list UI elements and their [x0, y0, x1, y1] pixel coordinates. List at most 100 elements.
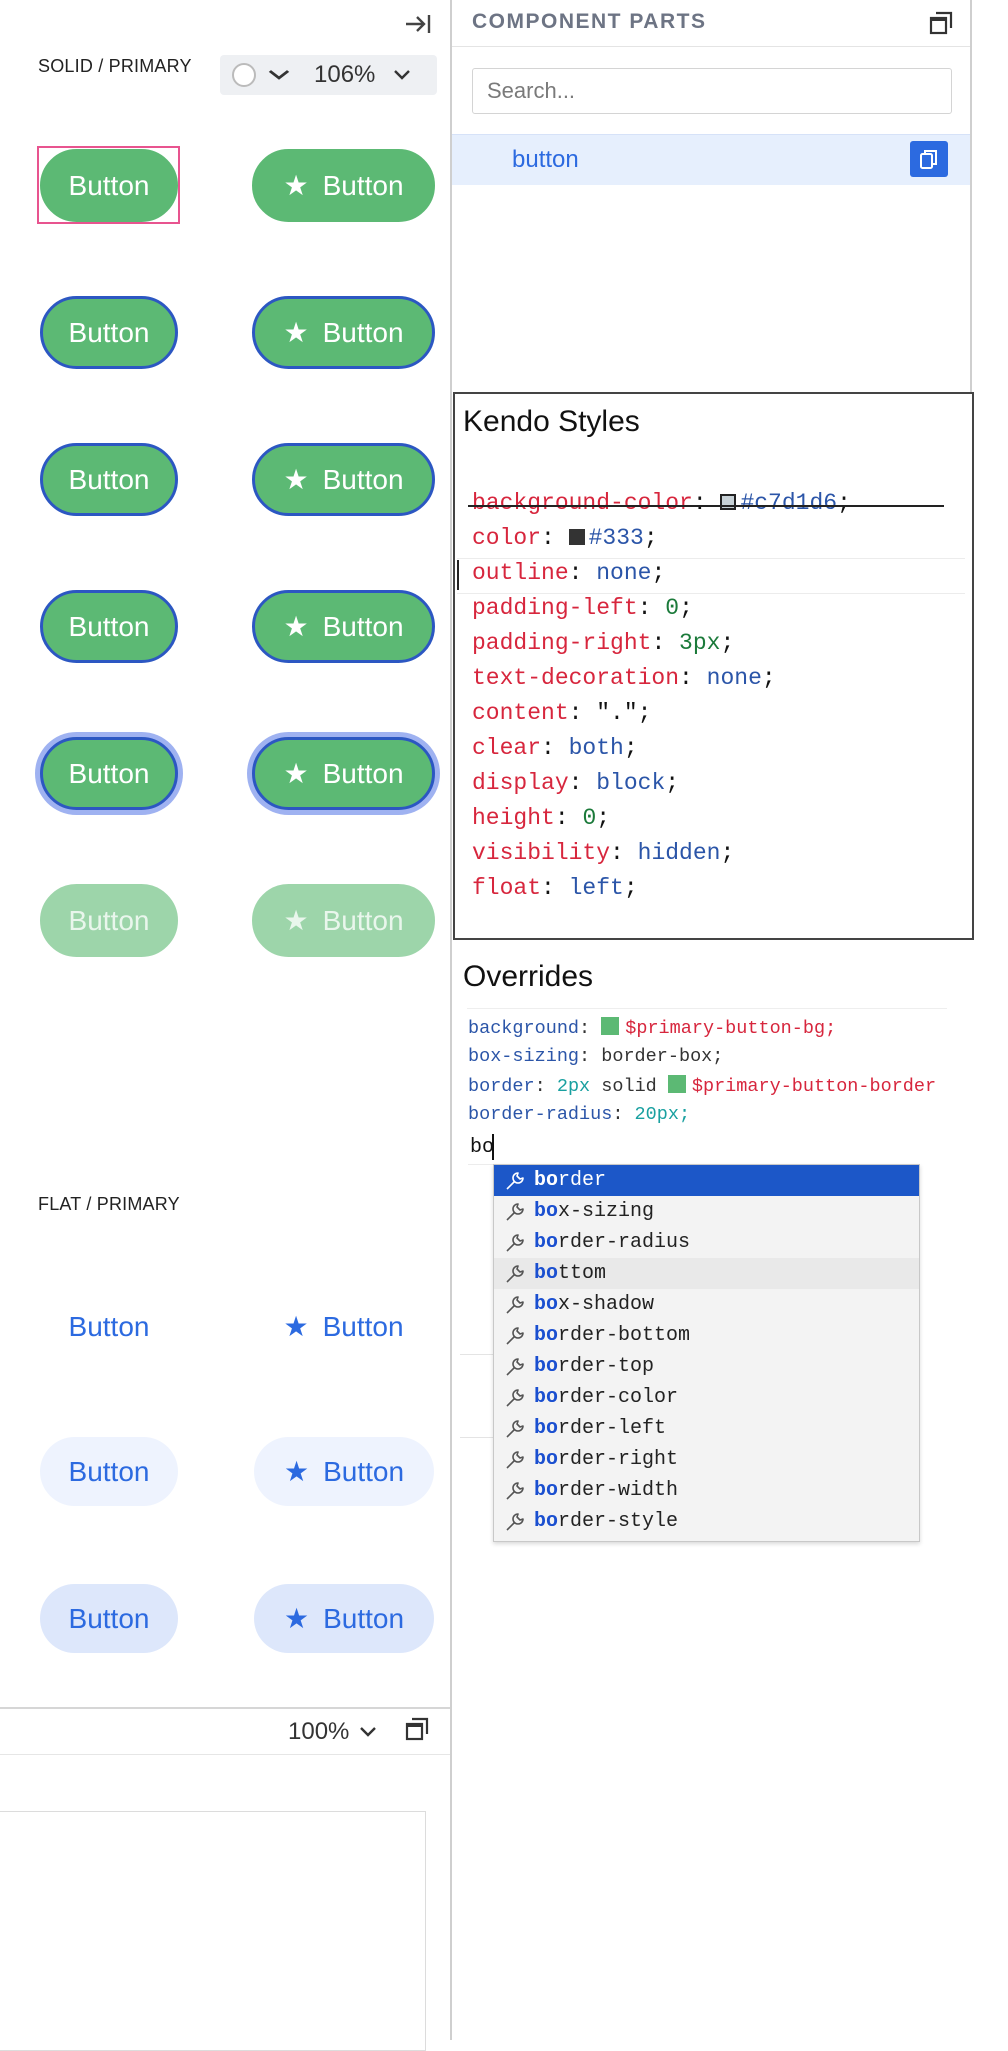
popout-window-icon[interactable] [928, 10, 954, 36]
suggestion-rest: rder [558, 1169, 607, 1192]
css-value: border-box; [601, 1046, 724, 1067]
copy-button[interactable] [910, 141, 948, 177]
wrench-icon [504, 1294, 526, 1316]
star-icon: ★ [283, 905, 309, 936]
wrench-icon [504, 1511, 526, 1533]
solid-icon-button-disabled: ★Button [252, 884, 435, 957]
suggestion-rest: rder-color [558, 1386, 679, 1409]
wrench-icon [504, 1449, 526, 1471]
override-line[interactable]: background: $primary-button-bg; [468, 1017, 837, 1039]
solid-icon-button-selected[interactable]: ★Button [252, 590, 435, 663]
button-label: Button [322, 757, 404, 789]
css-property: background-color [472, 490, 693, 516]
chevron-down-icon[interactable] [359, 1720, 377, 1742]
css-property: clear [472, 735, 542, 761]
style-line[interactable]: outline: none; [472, 560, 666, 586]
overrides-title: Overrides [463, 960, 594, 993]
override-input-line[interactable] [468, 1130, 920, 1165]
suggestion-rest: rder-right [558, 1448, 679, 1471]
button-label: Button [322, 1310, 404, 1342]
css-value: 0 [665, 595, 680, 621]
solid-primary-title: SOLID / PRIMARY [38, 56, 192, 76]
solid-button-active[interactable]: Button [40, 443, 178, 516]
css-property: border [468, 1076, 535, 1097]
match-prefix: bo [534, 1417, 559, 1440]
css-value: left [568, 875, 624, 901]
flat-button-normal[interactable]: Button [40, 1290, 178, 1363]
css-value: "." [596, 700, 638, 726]
flat-icon-button-hover[interactable]: ★Button [254, 1437, 434, 1506]
solid-button-focus[interactable]: Button [40, 737, 178, 810]
list-item-button-part[interactable] [452, 134, 972, 185]
override-line[interactable]: box-sizing: border-box; [468, 1046, 724, 1067]
solid-icon-button-focus[interactable]: ★Button [252, 737, 435, 810]
state-toggle[interactable] [232, 63, 256, 87]
button-label: Button [68, 1602, 150, 1634]
css-property: outline [472, 560, 569, 586]
css-property: color [472, 525, 542, 551]
divider [452, 46, 972, 47]
suggestion-rest: rder-left [558, 1417, 667, 1440]
zoom-level-label[interactable]: 106% [314, 61, 376, 88]
chevron-down-icon[interactable] [393, 69, 411, 81]
style-line: display: block; [472, 770, 680, 796]
star-icon: ★ [283, 1456, 310, 1487]
component-parts-header: COMPONENT PARTS [472, 10, 707, 33]
match-prefix: bo [534, 1386, 559, 1409]
css-value: none [596, 560, 652, 586]
override-line[interactable]: border: 2px solid $primary-button-border [468, 1075, 937, 1097]
preview-divider[interactable] [0, 1707, 451, 1709]
wrench-icon [504, 1201, 526, 1223]
divider [467, 1008, 947, 1009]
suggestion-rest: rder-bottom [558, 1324, 691, 1347]
override-line[interactable]: border-radius: 20px; [468, 1104, 691, 1125]
solid-button-hover[interactable]: Button [40, 296, 178, 369]
wrench-icon [504, 1170, 526, 1192]
text-cursor [492, 1134, 494, 1160]
chevron-down-icon[interactable] [267, 69, 290, 81]
override-input-text[interactable]: bo [470, 1136, 495, 1159]
style-line: content: "."; [472, 700, 652, 726]
solid-button-selected[interactable]: Button [40, 590, 178, 663]
panel-splitter[interactable] [450, 0, 452, 2040]
collapse-right-icon[interactable] [400, 6, 436, 42]
button-label: Button [68, 610, 150, 642]
color-swatch [568, 529, 585, 545]
solid-icon-button-normal[interactable]: ★Button [252, 149, 435, 222]
wrench-icon [504, 1387, 526, 1409]
match-prefix: bo [534, 1448, 559, 1471]
flat-icon-button-normal[interactable]: ★Button [252, 1290, 435, 1363]
style-line: color: #333; [472, 525, 658, 551]
panel-border [970, 0, 972, 394]
search-input[interactable] [472, 68, 952, 114]
flat-button-hover[interactable]: Button [40, 1437, 178, 1506]
solid-icon-button-hover[interactable]: ★Button [252, 296, 435, 369]
style-line: padding-right: 3px; [472, 630, 735, 656]
color-swatch [667, 1075, 686, 1093]
star-icon: ★ [283, 317, 309, 348]
button-label: Button [322, 463, 404, 495]
flat-button-active[interactable]: Button [40, 1584, 178, 1653]
flat-icon-button-active[interactable]: ★Button [254, 1584, 434, 1653]
solid-icon-button-active[interactable]: ★Button [252, 443, 435, 516]
wrench-icon [504, 1356, 526, 1378]
style-line: float: left; [472, 875, 638, 901]
popout-window-icon[interactable] [404, 1716, 430, 1742]
flat-primary-title: FLAT / PRIMARY [38, 1194, 180, 1214]
solid-button-normal[interactable]: Button [40, 149, 178, 222]
css-property: background [468, 1018, 580, 1039]
zoom-level-label-bottom[interactable]: 100% [288, 1718, 350, 1745]
button-label: Button [68, 463, 150, 495]
